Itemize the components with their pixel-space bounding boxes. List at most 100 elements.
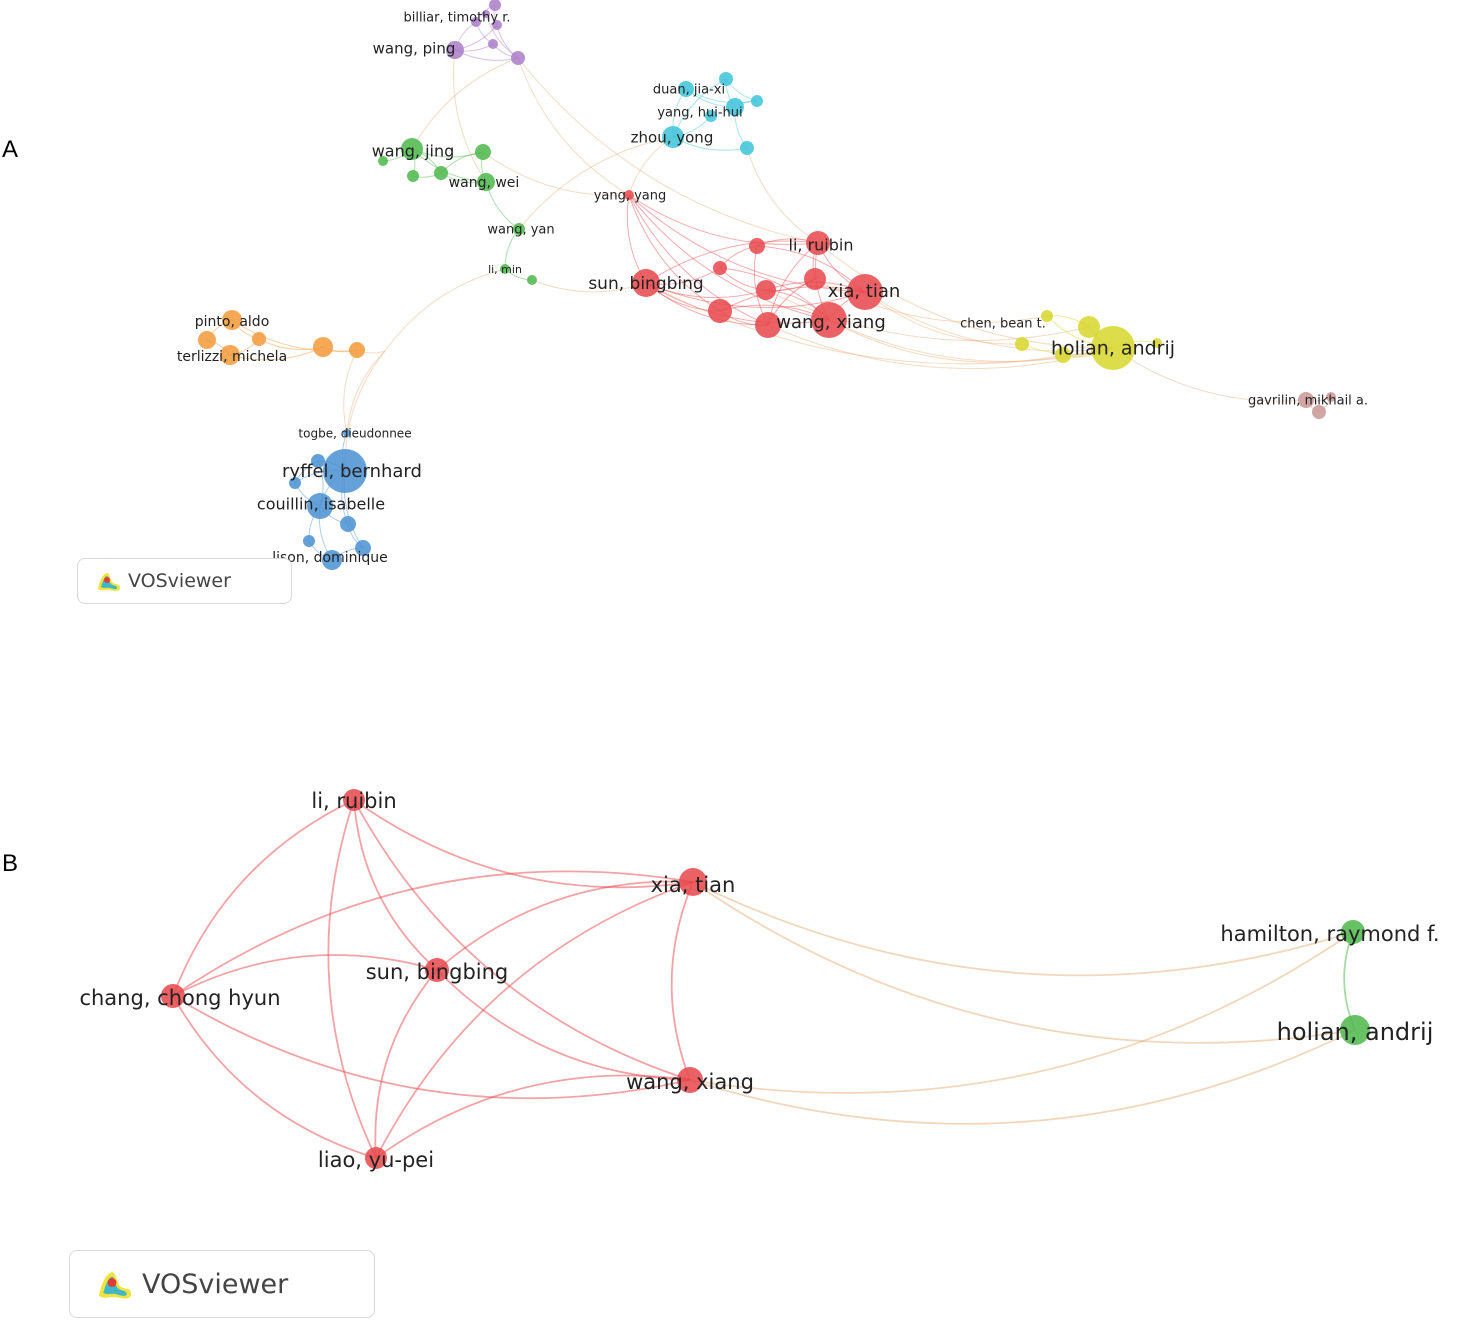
node-togbe[interactable] [343,429,351,437]
label-limin: li, min [488,263,522,276]
edge-g1-yangyang [482,151,630,196]
node-c4[interactable] [740,141,754,155]
node-p4[interactable] [511,51,525,65]
node-yangyang[interactable] [624,190,634,200]
vosviewer-badge-b: VOSviewer [69,1250,375,1318]
vosviewer-logo-icon [96,1266,134,1302]
node-liruibin[interactable] [806,231,830,255]
node-couillin[interactable] [307,493,333,519]
node-y3[interactable] [1055,347,1071,363]
node-terlizzi[interactable] [220,345,240,365]
node-wangping[interactable] [446,41,464,59]
edge-wangxiang-hamilton [689,931,1354,1094]
node-chenbean[interactable] [1041,310,1053,322]
edge-r3-y1 [765,289,1090,341]
node-g1[interactable] [475,144,491,160]
node-r2[interactable] [713,261,727,275]
node-sunbb[interactable] [632,269,660,297]
edge-xiatian-wangxiang [670,881,694,1081]
node-g3[interactable] [407,170,419,182]
node-sunbb[interactable] [425,958,449,982]
node-wangwei[interactable] [477,173,495,191]
node-yanghui[interactable] [726,98,744,116]
label-wangping: wang, ping [373,40,456,58]
label-wangyan: wang, yan [487,223,554,238]
node-c2[interactable] [751,95,763,107]
node-holian[interactable] [1340,1015,1370,1045]
node-p2[interactable] [471,17,481,27]
edge-xiatian-sunbb [436,880,694,971]
node-u3[interactable] [340,516,356,532]
node-p1[interactable] [492,20,502,30]
node-u2[interactable] [289,477,301,489]
node-g5[interactable] [527,275,537,285]
node-b2[interactable] [1326,392,1336,402]
edge-sunbb-r3 [645,282,767,299]
node-c1[interactable] [678,81,694,97]
edge-liruibin-sunbb [353,799,438,971]
edge-yangyang-r5 [628,194,721,312]
node-wangyan[interactable] [513,223,525,235]
label-zhou: zhou, yong [631,129,714,147]
node-c3[interactable] [705,110,717,122]
label-yanghui: yang, hui-hui [657,106,742,121]
node-wangxiang[interactable] [677,1067,703,1093]
node-g4[interactable] [378,156,388,166]
edge-sunbb-wangxiang [436,969,691,1081]
edge-wangping-wangwei [453,49,487,183]
node-r6[interactable] [755,312,781,338]
node-r4[interactable] [804,268,826,290]
node-gavrilin[interactable] [1298,392,1314,408]
node-g2[interactable] [434,166,448,180]
edge-liruibin-liao [327,799,377,1159]
node-o3[interactable] [313,337,333,357]
node-o4[interactable] [349,342,365,358]
node-y4[interactable] [1152,338,1162,348]
node-hamilton[interactable] [1341,920,1365,944]
edge-sunbb-wangxiang [645,282,830,324]
node-r5[interactable] [708,299,732,323]
label-liruibin: li, ruibin [311,789,396,813]
node-p3[interactable] [488,39,498,49]
edge-wangxiang-liao [375,1074,691,1159]
node-u5[interactable] [303,535,315,547]
node-b1[interactable] [1312,405,1326,419]
node-chang[interactable] [161,984,185,1008]
label-wangxiang: wang, xiang [776,312,886,333]
node-u1[interactable] [311,454,325,468]
node-holian[interactable] [1091,326,1135,370]
node-xiatian[interactable] [847,274,883,310]
node-y1[interactable] [1078,316,1100,338]
edge-xiatian-holian [864,291,1114,352]
node-p5[interactable] [482,10,490,18]
panel-a-letter: A [2,136,19,163]
node-u4[interactable] [355,540,371,556]
edge-xiatian-holian [692,881,1356,1044]
node-liao[interactable] [365,1147,387,1169]
node-zhou[interactable] [662,126,684,148]
node-r1[interactable] [749,238,765,254]
vosviewer-label: VOSviewer [128,570,231,592]
node-wangxiang[interactable] [811,302,847,338]
node-lison[interactable] [322,550,342,570]
node-limin[interactable] [500,264,510,274]
node-r3[interactable] [756,280,776,300]
edge-yangyang-wangxiang [628,194,830,321]
label-billiar: billiar, timothy r. [403,11,510,26]
node-wangjing[interactable] [401,138,423,160]
node-y2[interactable] [1015,337,1029,351]
label-sunbb: sun, bingbing [588,274,703,294]
label-xiatian: xia, tian [828,281,901,302]
node-o1[interactable] [198,331,216,349]
node-liruibin[interactable] [343,789,365,811]
edge-sunbb-holian [645,282,1114,365]
node-xiatian[interactable] [679,868,707,896]
node-pinto[interactable] [222,310,242,330]
node-duan[interactable] [719,72,733,86]
node-ryffel[interactable] [323,449,367,493]
node-billiar[interactable] [489,0,501,11]
node-o2[interactable] [252,332,266,346]
